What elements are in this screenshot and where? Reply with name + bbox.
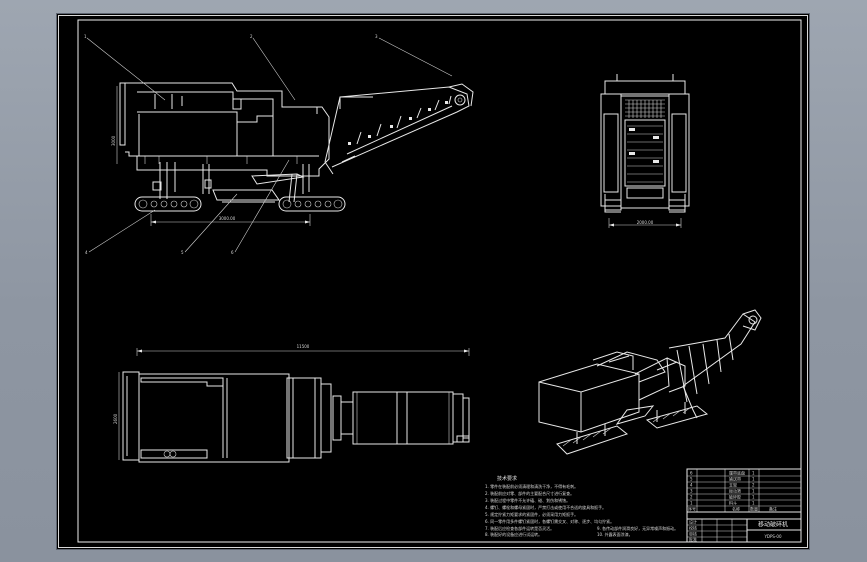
technical-notes: 技术要求 1. 零件在装配前必须清理和清洗干净，不得有毛刺。 2. 装配前应对零… — [485, 475, 678, 537]
part-qty: 1 — [752, 477, 755, 482]
header-qty: 数量 — [750, 506, 758, 512]
tech-note-line: 8. 装配好的设备应进行试运转。 — [485, 531, 542, 537]
leader-label: 6 — [231, 250, 234, 255]
isometric-view — [538, 309, 762, 455]
drawing-sheet: 3000.00 3000 1 2 3 4 5 6 — [57, 14, 809, 549]
leader-label: 4 — [85, 250, 88, 255]
part-qty: 1 — [752, 495, 755, 500]
sign-label: 设计 — [689, 519, 697, 525]
part-qty: 1 — [752, 471, 755, 476]
sign-label: 审核 — [689, 531, 697, 537]
plan-view: 11500 2600 — [113, 344, 470, 463]
tech-note-line: 1. 零件在装配前必须清理和清洗干净，不得有毛刺。 — [485, 483, 578, 489]
tech-note-line: 10. 外露表面涂漆。 — [597, 531, 633, 537]
part-no: 3 — [690, 489, 693, 494]
part-name: 振动筛 — [729, 488, 741, 494]
part-name: 支架 — [729, 482, 737, 488]
dim-side-track-length: 3000.00 — [219, 216, 236, 221]
tech-note-line: 6. 同一零件用多件螺钉紧固时，各螺钉需交叉、对称、逐步、均匀拧紧。 — [485, 518, 614, 524]
dim-side-height: 3000 — [111, 135, 116, 146]
cad-drawing: 3000.00 3000 1 2 3 4 5 6 — [58, 15, 808, 548]
tech-note-line: 5. 规定拧紧力矩要求的紧固件，必须采用力矩扳手。 — [485, 511, 578, 517]
part-no: 6 — [690, 471, 693, 476]
leader-label: 3 — [375, 34, 378, 39]
part-qty: 2 — [752, 483, 755, 488]
part-no: 1 — [690, 501, 693, 506]
leader-labels: 1 2 3 4 5 6 — [84, 34, 378, 255]
dim-plan-width: 2600 — [113, 413, 118, 424]
part-qty: 1 — [752, 501, 755, 506]
dim-front-track-width: 2000.00 — [637, 220, 654, 225]
part-name: 料斗 — [729, 500, 737, 506]
tech-note-line: 2. 装配前应对零、部件的主要配合尺寸进行复查。 — [485, 490, 574, 496]
leader-label: 5 — [181, 250, 184, 255]
tech-note-line: 4. 螺钉、螺栓和螺母紧固时，严禁打击或使用不合适的旋具和扳手。 — [485, 504, 606, 510]
tech-note-line: 7. 装配后应检查各部件运转是否灵活。 — [485, 525, 554, 531]
drawing-frame-outer — [58, 15, 808, 548]
sign-label: 批准 — [689, 536, 697, 542]
side-view: 3000.00 3000 1 2 3 4 5 6 — [84, 34, 474, 255]
drawing-number: YDPS-00 — [763, 534, 781, 539]
part-no: 2 — [690, 495, 693, 500]
title-block: 6 履带底盘 1 5 输送带 1 4 支架 2 3 振动筛 1 2 破碎腔 1 … — [686, 468, 802, 543]
part-name: 履带底盘 — [729, 470, 745, 476]
header-no: 序号 — [688, 506, 696, 512]
tech-notes-heading: 技术要求 — [497, 475, 517, 482]
leader-label: 1 — [84, 34, 87, 39]
part-name: 输送带 — [729, 476, 741, 482]
part-no: 5 — [690, 477, 693, 482]
drawing-frame-inner — [77, 19, 802, 543]
header-remark: 备注 — [769, 506, 777, 512]
leader-label: 2 — [250, 34, 253, 39]
part-no: 4 — [690, 483, 693, 488]
part-qty: 1 — [752, 489, 755, 494]
header-name: 名称 — [732, 506, 740, 512]
sign-label: 校核 — [689, 525, 697, 531]
part-name: 破碎腔 — [729, 494, 741, 500]
front-view: 2000.00 — [600, 74, 690, 228]
tech-note-line: 9. 各传动部件润滑良好，无异常噪声和振动。 — [597, 525, 678, 531]
dim-plan-overall-length: 11500 — [297, 344, 310, 349]
drawing-title: 移动破碎机 — [758, 521, 788, 529]
tech-note-line: 3. 装配过程中零件不允许磕、碰、划伤和锈蚀。 — [485, 497, 570, 503]
